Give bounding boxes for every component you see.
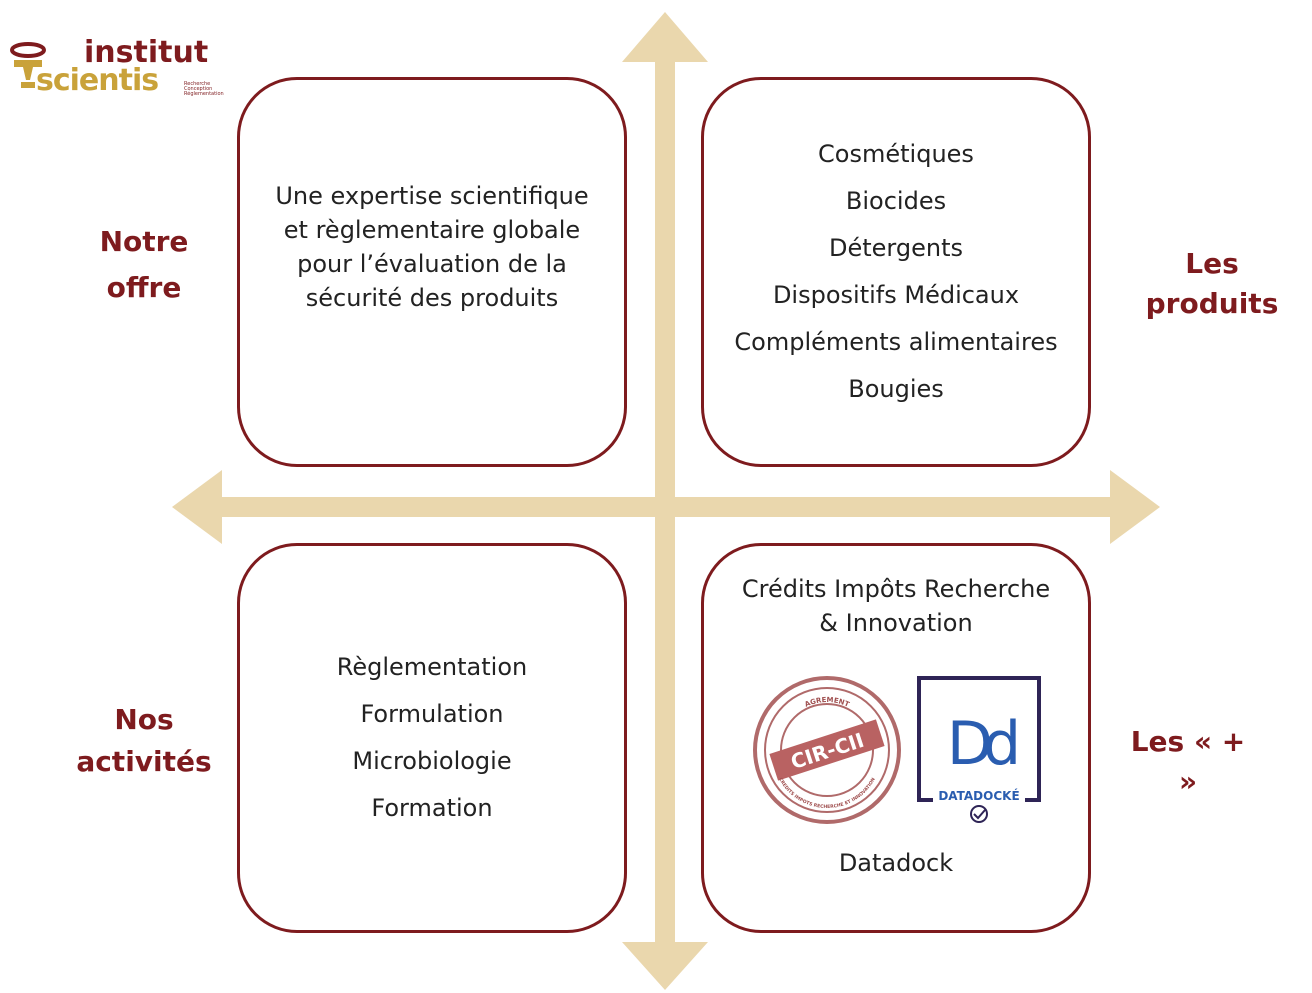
label-notre-offre: Notre offre	[84, 222, 204, 308]
box-offre: Une expertise scientifique et règlementa…	[237, 77, 627, 467]
label-nos-activites: Nos activités	[74, 700, 214, 782]
logo-word-scientis: scientis	[36, 63, 159, 98]
label-les-produits: Les produits	[1120, 244, 1304, 324]
label-line: offre	[106, 271, 182, 304]
datadock-badge-icon: Dd DATADOCKÉ	[917, 676, 1041, 823]
activite-item: Formation	[371, 794, 493, 822]
horizontal-axis	[215, 497, 1115, 517]
produit-item: Dispositifs Médicaux	[772, 281, 1020, 309]
produit-item: Détergents	[829, 234, 963, 262]
tagline-line: Recherche	[184, 81, 211, 87]
checkmark-icon	[973, 809, 986, 820]
plus-heading-line: Crédits Impôts Recherche	[741, 575, 1051, 603]
arrow-up-icon	[622, 12, 708, 62]
cir-main-text: CIR-CII	[788, 728, 867, 774]
svg-text:AGREMENT: AGREMENT	[803, 696, 850, 709]
arrow-down-icon	[622, 942, 708, 990]
label-les-plus: Les « + »	[1118, 722, 1258, 802]
offre-line: et règlementaire globale	[283, 216, 581, 244]
produit-item: Cosmétiques	[818, 140, 974, 168]
activite-item: Règlementation	[336, 653, 528, 681]
label-line: Les produits	[1145, 247, 1279, 320]
produit-item: Biocides	[845, 187, 947, 215]
checkmark-circle-icon	[970, 805, 988, 823]
plus-footer: Datadock	[838, 849, 954, 877]
label-line: Les « + »	[1130, 725, 1246, 798]
label-line: activités	[76, 745, 212, 778]
arrow-right-icon	[1110, 470, 1160, 544]
logo-word-institut: institut	[84, 35, 209, 70]
box-produits: Cosmétiques Biocides Détergents Disposit…	[701, 77, 1091, 467]
activite-item: Formulation	[360, 700, 504, 728]
cir-top-text: AGREMENT	[803, 696, 850, 709]
badges-row: AGREMENT CIR-CII CREDITS IMPOTS RECHERCH…	[751, 674, 1041, 826]
tagline-line: Réglementation	[184, 91, 224, 97]
datadock-text: DATADOCKÉ	[938, 788, 1019, 803]
label-line: Notre	[99, 225, 189, 258]
produit-item: Bougies	[848, 375, 944, 403]
offre-line: sécurité des produits	[305, 284, 559, 312]
cir-cii-stamp-icon: AGREMENT CIR-CII CREDITS IMPOTS RECHERCH…	[753, 676, 901, 824]
logo-tagline: Recherche Conception Réglementation	[184, 82, 224, 97]
activite-item: Microbiologie	[352, 747, 512, 775]
box-plus: Crédits Impôts Recherche & Innovation AG…	[701, 543, 1091, 933]
plus-heading-line: & Innovation	[819, 609, 973, 637]
datadock-letters: Dd	[947, 709, 1016, 779]
arrow-left-icon	[172, 470, 222, 544]
cir-bottom-text: CREDITS IMPOTS RECHERCHE ET INNOVATION	[777, 777, 877, 810]
label-line: Nos	[114, 703, 174, 736]
svg-text:CREDITS IMPOTS RECHERCHE ET IN: CREDITS IMPOTS RECHERCHE ET INNOVATION	[777, 777, 877, 810]
flask-icon	[10, 42, 46, 88]
tagline-line: Conception	[184, 86, 213, 92]
offre-line: Une expertise scientifique	[275, 182, 589, 210]
offre-line: pour l’évaluation de la	[297, 250, 567, 278]
logo: institut scientis Recherche Conception R…	[8, 38, 228, 98]
box-activites: Règlementation Formulation Microbiologie…	[237, 543, 627, 933]
produit-item: Compléments alimentaires	[734, 328, 1058, 356]
